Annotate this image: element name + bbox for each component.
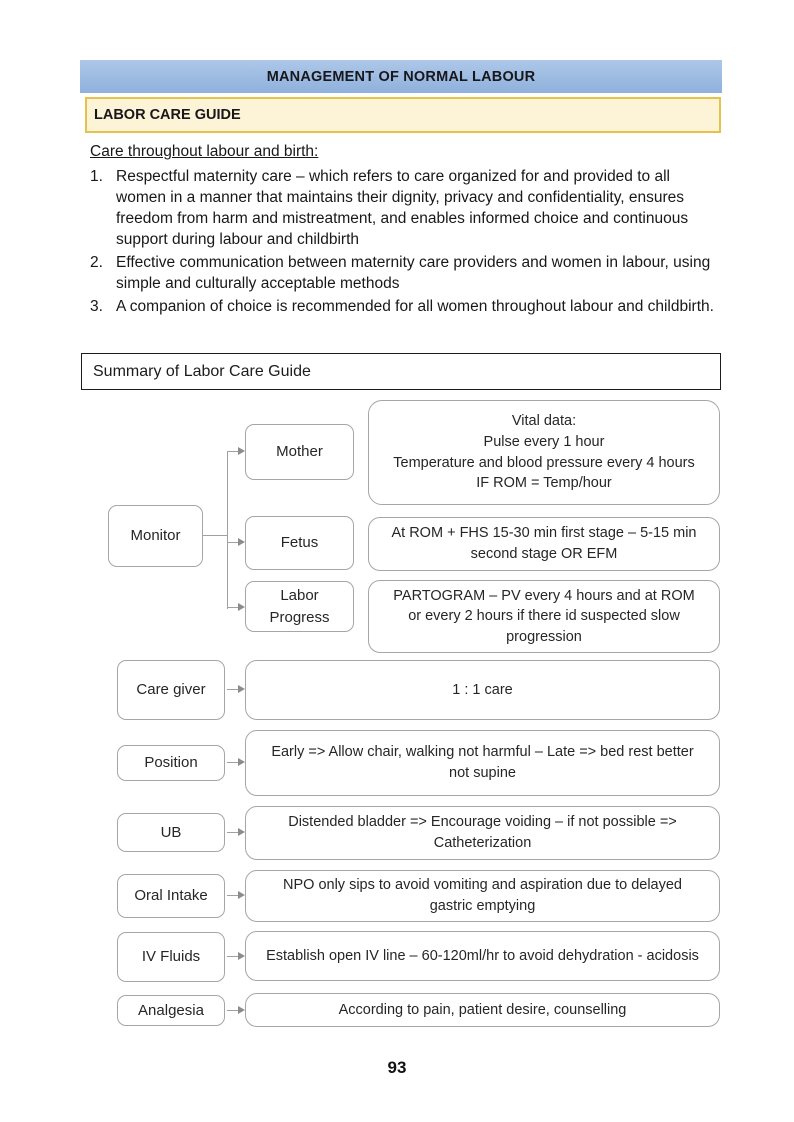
list-item: 1. Respectful maternity care – which ref… xyxy=(90,166,722,250)
list-item-number: 2. xyxy=(90,254,103,271)
arrow-connector-icon xyxy=(227,685,245,694)
iv-fluids-detail-box: Establish open IV line – 60-120ml/hr to … xyxy=(245,931,720,981)
ub-detail-box: Distended bladder => Encourage voiding –… xyxy=(245,806,720,860)
list-item: 3. A companion of choice is recommended … xyxy=(90,296,722,317)
list-item-number: 3. xyxy=(90,298,103,315)
arrow-connector-icon xyxy=(227,952,245,961)
ub-box: UB xyxy=(117,813,225,852)
analgesia-box: Analgesia xyxy=(117,995,225,1026)
arrow-connector-icon xyxy=(227,828,245,837)
arrow-connector-icon xyxy=(227,1006,245,1015)
iv-fluids-box: IV Fluids xyxy=(117,932,225,982)
labor-progress-detail-box: PARTOGRAM – PV every 4 hours and at ROM … xyxy=(368,580,720,653)
care-heading: Care throughout labour and birth: xyxy=(90,143,319,160)
care-section: Care throughout labour and birth: 1. Res… xyxy=(90,141,722,319)
summary-title-box: Summary of Labor Care Guide xyxy=(81,353,721,390)
position-detail-box: Early => Allow chair, walking not harmfu… xyxy=(245,730,720,796)
care-giver-box: Care giver xyxy=(117,660,225,720)
list-item: 2. Effective communication between mater… xyxy=(90,252,722,294)
mother-box: Mother xyxy=(245,424,354,480)
oral-intake-detail-box: NPO only sips to avoid vomiting and aspi… xyxy=(245,870,720,922)
analgesia-detail-box: According to pain, patient desire, couns… xyxy=(245,993,720,1027)
connector-line xyxy=(203,535,227,536)
summary-title: Summary of Labor Care Guide xyxy=(93,362,311,380)
page-header-title: MANAGEMENT OF NORMAL LABOUR xyxy=(266,68,536,85)
labor-progress-box: Labor Progress xyxy=(245,581,354,632)
mother-detail-box: Vital data: Pulse every 1 hour Temperatu… xyxy=(368,400,720,505)
arrow-connector-icon xyxy=(227,447,245,456)
list-item-number: 1. xyxy=(90,168,103,185)
care-giver-detail-box: 1 : 1 care xyxy=(245,660,720,720)
arrow-connector-icon xyxy=(227,758,245,767)
arrow-connector-icon xyxy=(227,891,245,900)
section-header-bar: LABOR CARE GUIDE xyxy=(85,97,721,133)
page-header-bar: MANAGEMENT OF NORMAL LABOUR xyxy=(80,60,722,93)
connector-line xyxy=(227,452,228,609)
position-box: Position xyxy=(117,745,225,781)
list-item-text: Respectful maternity care – which refers… xyxy=(116,168,689,248)
fetus-box: Fetus xyxy=(245,516,354,570)
section-header-title: LABOR CARE GUIDE xyxy=(94,107,241,123)
list-item-text: A companion of choice is recommended for… xyxy=(116,298,714,315)
fetus-detail-box: At ROM + FHS 15-30 min first stage – 5-1… xyxy=(368,517,720,571)
monitor-box: Monitor xyxy=(108,505,203,567)
arrow-connector-icon xyxy=(227,538,245,547)
arrow-connector-icon xyxy=(227,603,245,612)
list-item-text: Effective communication between maternit… xyxy=(116,254,711,292)
page-number: 93 xyxy=(387,1058,407,1077)
oral-intake-box: Oral Intake xyxy=(117,874,225,918)
